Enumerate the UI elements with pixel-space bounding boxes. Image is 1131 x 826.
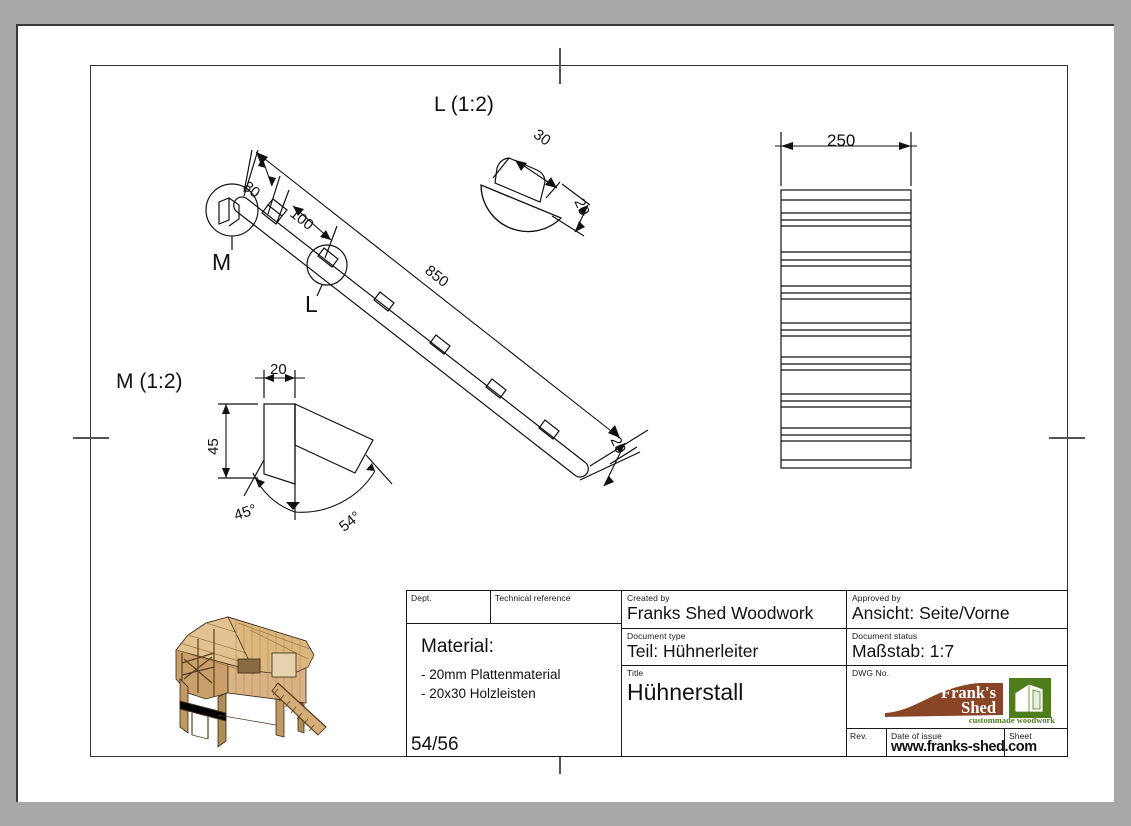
rev-date-sheet-row: Rev. Date of issue www.franks-shed.com S… xyxy=(411,729,1067,756)
date-of-issue-header: Date of issue xyxy=(891,731,942,741)
title-header: Title xyxy=(627,668,644,678)
document-type-header: Document type xyxy=(627,631,686,641)
created-by-header: Created by xyxy=(627,593,670,603)
approved-by-cell: Approved by Ansicht: Seite/Vorne xyxy=(847,591,1067,629)
dept-cell: Dept. xyxy=(407,591,491,623)
title-block-middle-column: Created by Franks Shed Woodwork Document… xyxy=(622,591,847,756)
document-status-cell: Document status Maßstab: 1:7 xyxy=(847,629,1067,666)
dim-detail-m-45: 45 xyxy=(205,438,222,455)
dwg-no-cell: DWG No. Frank's Shed custommade woodwork xyxy=(847,666,1067,729)
tick-right-center xyxy=(1049,437,1085,439)
franks-shed-logo: Frank's Shed custommade woodwork xyxy=(885,678,1055,725)
created-by-value: Franks Shed Woodwork xyxy=(627,603,814,623)
approved-by-header: Approved by xyxy=(852,593,901,603)
dwg-no-header: DWG No. xyxy=(852,668,890,678)
dept-row: Dept. Technical reference xyxy=(407,591,621,624)
document-type-value: Teil: Hühnerleiter xyxy=(627,641,759,661)
title-value: Hühnerstall xyxy=(627,679,744,705)
logo-line2: Shed xyxy=(961,698,996,717)
technical-reference-header: Technical reference xyxy=(495,593,571,603)
tick-left-center xyxy=(73,437,109,439)
rev-cell: Rev. xyxy=(847,729,887,756)
dim-detail-m-20: 20 xyxy=(270,361,287,378)
created-by-cell: Created by Franks Shed Woodwork xyxy=(622,591,846,629)
tick-top-center xyxy=(559,48,561,84)
material-cell: Material: - 20mm Plattenmaterial - 20x30… xyxy=(407,624,621,756)
date-of-issue-cell: Date of issue www.franks-shed.com xyxy=(887,729,1037,756)
sheet-cell: Sheet 54/56 xyxy=(411,729,1067,756)
dept-header: Dept. xyxy=(411,593,432,603)
title-block-left-column: Dept. Technical reference Material: - 20… xyxy=(407,591,622,756)
material-title: Material: xyxy=(421,636,494,657)
chicken-coop-3d-view xyxy=(175,616,327,748)
title-block-right-column: Approved by Ansicht: Seite/Vorne Documen… xyxy=(411,591,1067,756)
rev-header: Rev. xyxy=(850,731,868,741)
logo-tagline: custommade woodwork xyxy=(969,715,1055,725)
approved-by-value: Ansicht: Seite/Vorne xyxy=(852,603,1010,623)
callout-letter-l: L xyxy=(305,291,318,317)
material-item-2: - 20x30 Holzleisten xyxy=(421,686,536,701)
logo-line1: Frank's xyxy=(941,683,997,702)
document-status-header: Document status xyxy=(852,631,918,641)
material-item-1: - 20mm Plattenmaterial xyxy=(421,667,561,682)
sheet-value: 54/56 xyxy=(411,734,459,755)
dim-250: 250 xyxy=(827,131,856,150)
title-cell: Title Hühnerstall xyxy=(622,666,846,756)
document-type-cell: Document type Teil: Hühnerleiter xyxy=(622,629,846,666)
detail-m-title: M (1:2) xyxy=(116,370,183,393)
title-block: Dept. Technical reference Material: - 20… xyxy=(406,590,1068,757)
technical-reference-cell: Technical reference xyxy=(491,591,621,623)
callout-letter-m: M xyxy=(212,249,232,275)
detail-l-title: L (1:2) xyxy=(434,93,494,116)
document-status-value: Maßstab: 1:7 xyxy=(852,641,955,661)
sheet-header: Sheet xyxy=(1009,731,1032,741)
website-url[interactable]: www.franks-shed.com xyxy=(891,739,1037,755)
